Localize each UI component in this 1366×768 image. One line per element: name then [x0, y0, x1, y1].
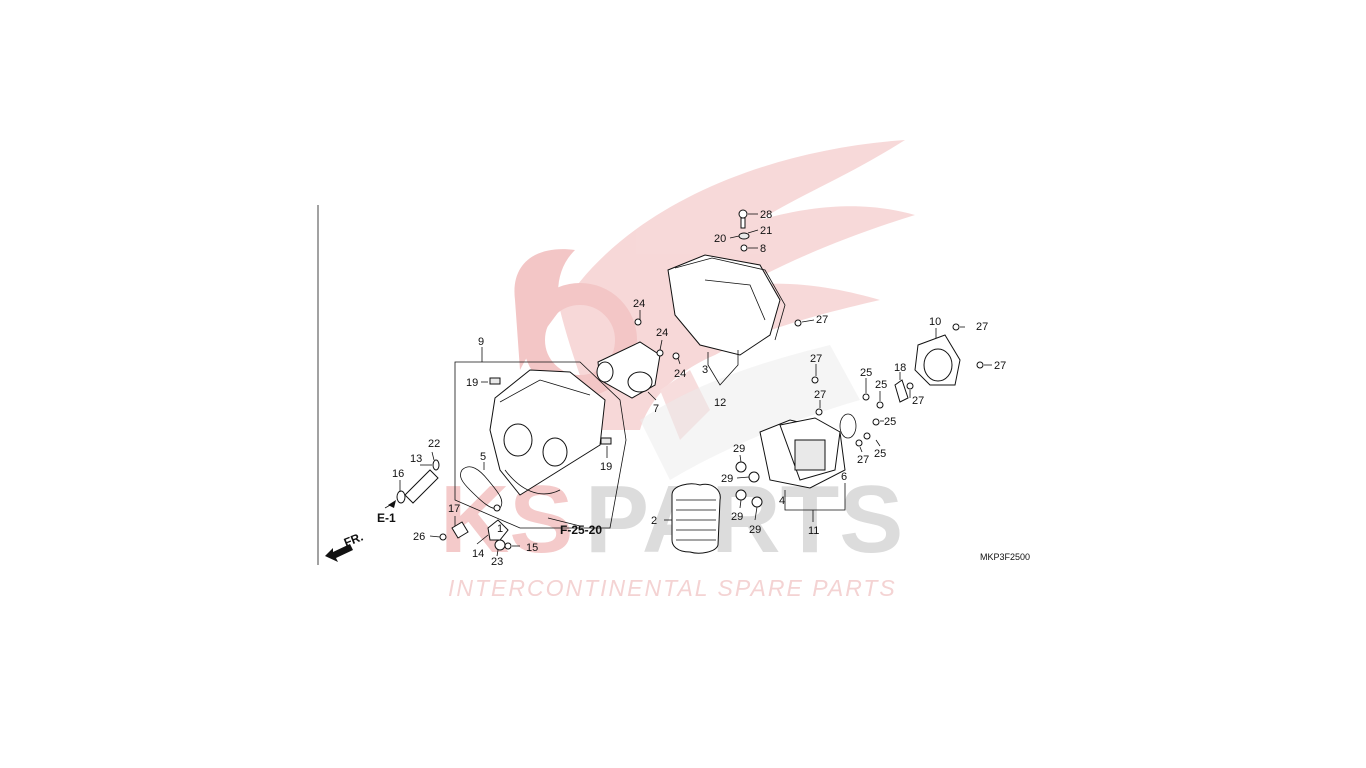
- callout-21: 21: [760, 225, 772, 237]
- callout-27: 27: [816, 314, 828, 326]
- watermark-brand-left: KS: [440, 466, 573, 573]
- callout-24: 24: [633, 298, 645, 310]
- callout-19: 19: [600, 461, 612, 473]
- part-lower-fittings: [439, 504, 512, 551]
- callout-22: 22: [428, 438, 440, 450]
- callout-24: 24: [674, 368, 686, 380]
- callout-27: 27: [857, 454, 869, 466]
- callout-18: 18: [894, 362, 906, 374]
- ref-e1: E-1: [377, 511, 396, 525]
- part-right-box: [735, 376, 884, 508]
- callout-25: 25: [884, 416, 896, 428]
- callout-13: 13: [410, 453, 422, 465]
- callout-19: 19: [466, 377, 478, 389]
- callout-26: 26: [413, 531, 425, 543]
- callout-8: 8: [760, 243, 766, 255]
- callout-27: 27: [912, 395, 924, 407]
- callout-25: 25: [875, 379, 887, 391]
- callout-27: 27: [994, 360, 1006, 372]
- callout-1: 1: [497, 523, 503, 535]
- part-air-cleaner-case: [454, 358, 627, 529]
- callout-25: 25: [874, 448, 886, 460]
- callout-12: 12: [714, 397, 726, 409]
- callout-28: 28: [760, 209, 772, 221]
- callout-27: 27: [814, 389, 826, 401]
- callout-20: 20: [714, 233, 726, 245]
- callout-3: 3: [702, 364, 708, 376]
- ref-f2520: F-25-20: [560, 523, 602, 537]
- callout-7: 7: [653, 403, 659, 415]
- callout-27: 27: [810, 353, 822, 365]
- fr-label: FR.: [342, 530, 365, 550]
- callout-23: 23: [491, 556, 503, 568]
- diagram-code: MKP3F2500: [980, 552, 1030, 562]
- callout-16: 16: [392, 468, 404, 480]
- callout-10: 10: [929, 316, 941, 328]
- callout-25: 25: [860, 367, 872, 379]
- leader-lines: [399, 213, 992, 557]
- watermark-brand-right: PARTS: [585, 466, 903, 573]
- callout-15: 15: [526, 542, 538, 554]
- callout-24: 24: [656, 327, 668, 339]
- part-inlet-cover: [894, 323, 984, 403]
- part-drain-tube: [396, 459, 440, 504]
- callout-4: 4: [779, 495, 785, 507]
- part-upper-cover: [667, 209, 802, 356]
- callout-29: 29: [731, 511, 743, 523]
- callout-29: 29: [721, 473, 733, 485]
- callout-11: 11: [808, 525, 819, 537]
- callout-17: 17: [448, 503, 460, 515]
- callout-2: 2: [651, 515, 657, 527]
- part-intake-duct: [596, 318, 680, 399]
- callout-brackets: [707, 350, 846, 522]
- callout-numbers: 9 19 19 22 13 5 16 17 1 26 14 15 23 24 2…: [392, 209, 1006, 568]
- part-air-filter: [671, 483, 721, 554]
- callout-6: 6: [841, 471, 847, 483]
- front-direction-arrow: FR.: [325, 530, 365, 562]
- callout-5: 5: [480, 451, 486, 463]
- callout-29: 29: [733, 443, 745, 455]
- callout-27: 27: [976, 321, 988, 333]
- callout-14: 14: [472, 548, 484, 560]
- callout-9: 9: [478, 336, 484, 348]
- watermark-tagline: INTERCONTINENTAL SPARE PARTS: [448, 575, 897, 601]
- watermark-dots: [640, 345, 860, 480]
- callout-29: 29: [749, 524, 761, 536]
